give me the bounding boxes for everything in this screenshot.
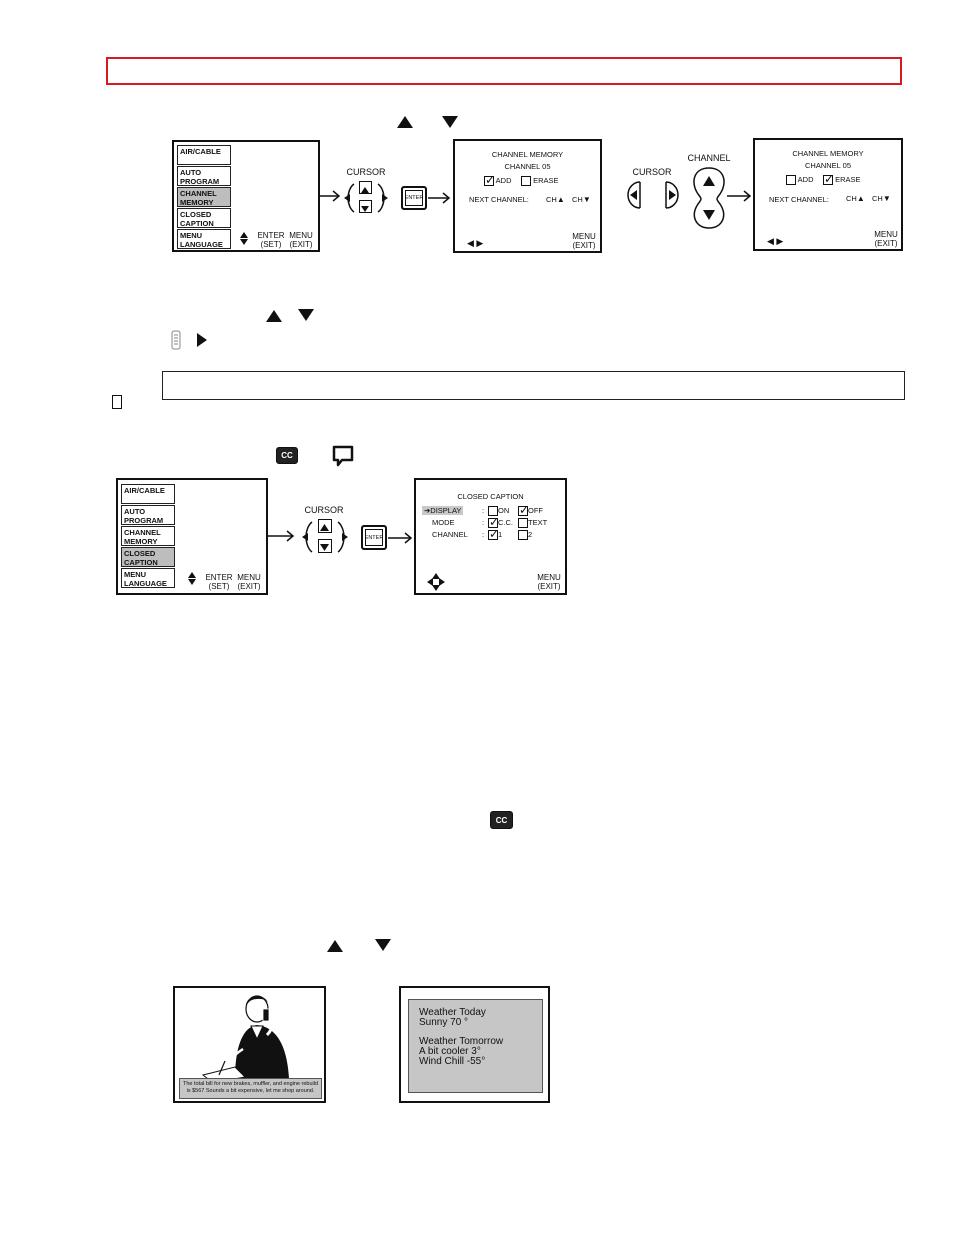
cursor-dpad xyxy=(340,180,392,216)
remote-control-icon xyxy=(171,330,181,350)
text-line: A bit cooler 3° xyxy=(419,1046,481,1057)
right-arrow-icon xyxy=(197,333,207,347)
text-line: Weather Tomorrow xyxy=(419,1036,504,1047)
channel-2-option: 2 xyxy=(518,530,532,541)
cursor-label: CURSOR xyxy=(346,167,386,177)
menu-item: AUTO PROGRAM xyxy=(177,166,231,186)
add-checkbox xyxy=(786,175,796,186)
ch-down: CH▼ xyxy=(572,195,591,204)
person-on-phone-illustration xyxy=(201,995,289,1079)
down-arrow-icon xyxy=(375,939,391,951)
ch-up: CH▲ xyxy=(846,194,865,203)
flow-arrow-icon xyxy=(727,190,752,202)
enter-label: ENTER(SET) xyxy=(257,231,285,249)
up-arrow-icon xyxy=(397,116,413,128)
erase-checkbox xyxy=(521,176,531,187)
enter-button-icon: ENTER xyxy=(361,525,387,550)
down-arrow-icon xyxy=(442,116,458,128)
up-arrow-icon xyxy=(266,310,282,322)
menu-item: CHANNEL MEMORY xyxy=(121,526,175,546)
down-arrow-icon xyxy=(298,309,314,321)
menu-exit-label: MENU(EXIT) xyxy=(572,232,596,250)
menu-label: MENU(EXIT) xyxy=(289,231,313,249)
menu-exit-label: MENU(EXIT) xyxy=(537,573,561,591)
enter-button-icon: ENTER xyxy=(401,186,427,210)
left-right-icon: ◀ ▶ xyxy=(767,236,784,246)
channel-memory-screen: CHANNEL MEMORY CHANNEL 05 ADD ERASE NEXT… xyxy=(453,139,602,253)
erase-option: ERASE xyxy=(823,172,861,186)
up-arrow-icon xyxy=(327,940,343,952)
text-checkbox xyxy=(518,518,528,529)
speech-bubble-icon xyxy=(332,445,354,467)
menu-screen: AIR/CABLE AUTO PROGRAM CHANNEL MEMORY CL… xyxy=(172,140,320,252)
display-off-option: OFF xyxy=(518,503,543,517)
flow-arrow-icon xyxy=(388,532,413,544)
erase-option: ERASE xyxy=(521,176,559,187)
menu-item: MENU LANGUAGE xyxy=(121,568,175,588)
text-line: Wind Chill -55° xyxy=(419,1056,486,1067)
bullet-square-icon xyxy=(112,395,122,409)
flow-arrow-icon xyxy=(320,190,341,202)
text-mode-box: Weather Today Sunny 70 ° Weather Tomorro… xyxy=(408,999,543,1093)
flow-arrow-icon xyxy=(268,530,295,542)
flow-arrow-icon xyxy=(428,192,451,204)
screen-title: CHANNEL MEMORY xyxy=(792,149,864,158)
text-line: Weather Today xyxy=(419,1007,486,1018)
display-row-label: ➔DISPLAY xyxy=(422,506,464,515)
next-channel-label: NEXT CHANNEL: xyxy=(469,195,529,204)
channel-number: CHANNEL 05 xyxy=(504,162,551,171)
caption-text-box: The total bill for new brakes, muffler, … xyxy=(179,1078,322,1099)
mode-text-option: TEXT xyxy=(518,518,547,529)
channel-memory-screen-erased: CHANNEL MEMORY CHANNEL 05 ADD ERASE NEXT… xyxy=(753,138,903,251)
screen-title: CHANNEL MEMORY xyxy=(491,150,564,159)
screen-title: CLOSED CAPTION xyxy=(457,492,524,501)
note-bar xyxy=(162,371,905,400)
menu-item: AUTO PROGRAM xyxy=(121,505,175,525)
menu-item-selected: CHANNEL MEMORY xyxy=(177,187,231,207)
menu-item: CLOSED CAPTION xyxy=(177,208,231,228)
cursor-label: CURSOR xyxy=(304,505,344,515)
cc-icon: CC xyxy=(276,447,298,464)
ch-down: CH▼ xyxy=(872,194,891,203)
updown-icon xyxy=(188,572,196,585)
text-mode-example-screen: Weather Today Sunny 70 ° Weather Tomorro… xyxy=(399,986,550,1103)
channel-number: CHANNEL 05 xyxy=(805,161,851,170)
channel-rocker-icon xyxy=(693,167,725,229)
ch-up: CH▲ xyxy=(546,195,565,204)
channel-1-option: 1 xyxy=(488,527,502,541)
menu-item: AIR/CABLE xyxy=(177,145,231,165)
enter-label: ENTER(SET) xyxy=(205,573,233,591)
add-checkbox xyxy=(484,173,495,187)
channel-2-checkbox xyxy=(518,530,528,541)
mode-row-label: MODE xyxy=(432,518,455,527)
menu-item-selected: CLOSED CAPTION xyxy=(121,547,175,567)
menu-item: MENU LANGUAGE xyxy=(177,229,231,249)
off-checkbox xyxy=(518,503,529,517)
next-channel-label: NEXT CHANNEL: xyxy=(769,195,829,204)
cursor-label: CURSOR xyxy=(632,167,672,177)
menu-list: AIR/CABLE AUTO PROGRAM CHANNEL MEMORY CL… xyxy=(121,484,175,589)
menu-screen: AIR/CABLE AUTO PROGRAM CHANNEL MEMORY CL… xyxy=(116,478,268,595)
four-way-arrow-icon xyxy=(427,573,445,591)
add-option: ADD xyxy=(484,173,512,187)
channel-row-label: CHANNEL xyxy=(432,530,468,539)
menu-label: MENU(EXIT) xyxy=(237,573,261,591)
left-right-icon: ◀ ▶ xyxy=(467,238,484,248)
cursor-dpad xyxy=(298,518,352,556)
caption-example-screen: The total bill for new brakes, muffler, … xyxy=(173,986,326,1103)
cursor-left-right-icon xyxy=(627,181,679,209)
menu-list: AIR/CABLE AUTO PROGRAM CHANNEL MEMORY CL… xyxy=(177,145,231,250)
channel-1-checkbox xyxy=(488,527,499,541)
cc-icon: CC xyxy=(490,811,513,829)
menu-exit-label: MENU(EXIT) xyxy=(874,230,898,248)
closed-caption-screen: CLOSED CAPTION ➔DISPLAY MODE CHANNEL : :… xyxy=(414,478,567,595)
menu-item: AIR/CABLE xyxy=(121,484,175,504)
text-line: Sunny 70 ° xyxy=(419,1017,469,1028)
channel-label: CHANNEL xyxy=(687,153,731,163)
section-header-bar xyxy=(106,57,902,85)
add-option: ADD xyxy=(786,175,814,186)
erase-checkbox xyxy=(823,172,834,186)
updown-icon xyxy=(240,232,248,245)
